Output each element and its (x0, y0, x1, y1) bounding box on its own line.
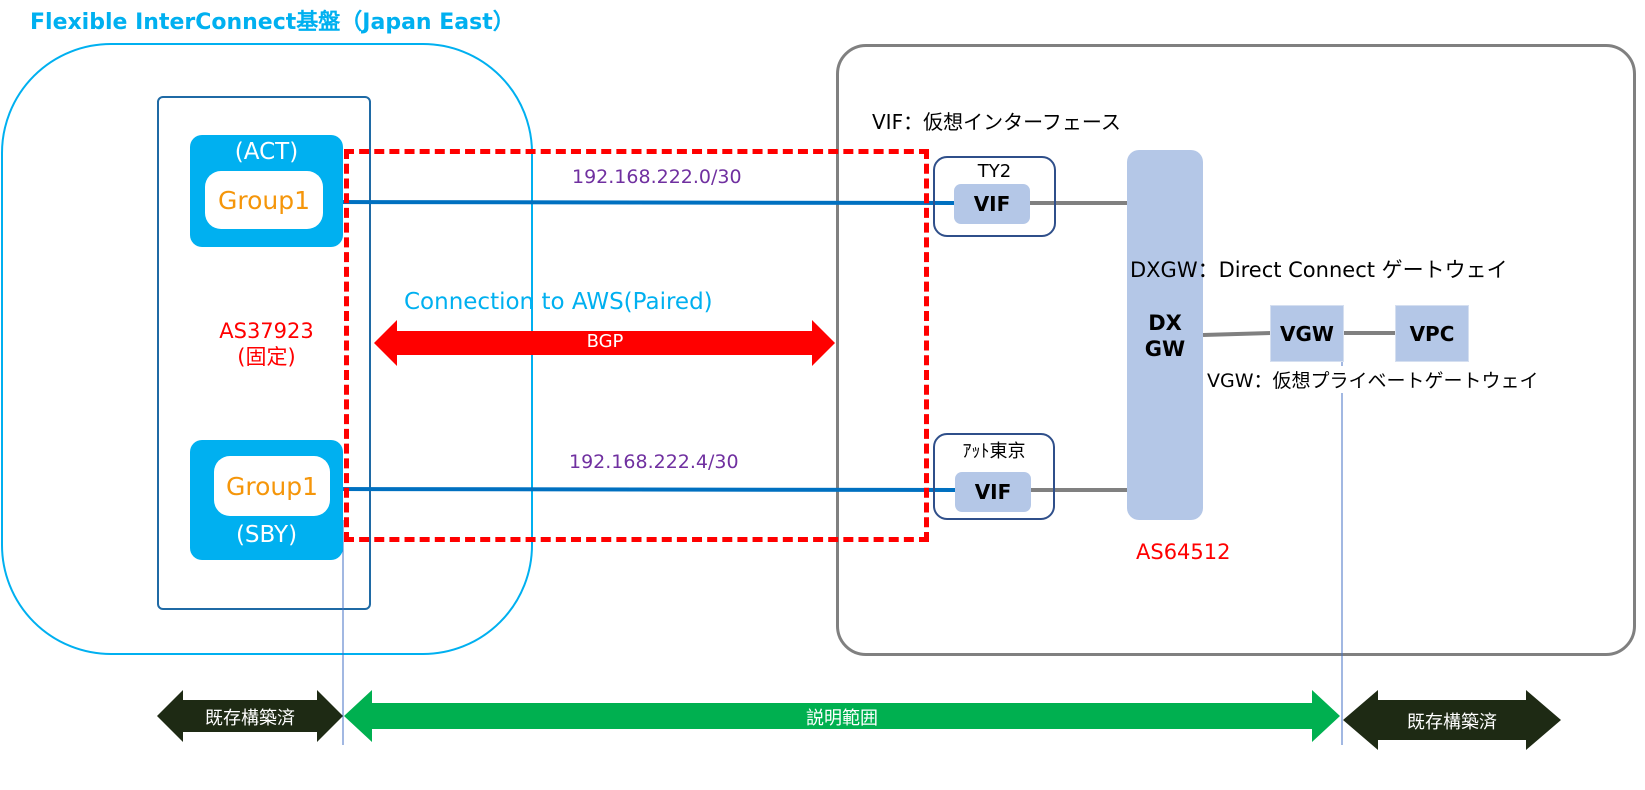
secondary-subnet-label: 192.168.222.4/30 (569, 451, 739, 473)
bgp-arrow (374, 320, 835, 366)
existing-left-arrow (157, 690, 343, 742)
vgw-node: VGW (1270, 305, 1344, 362)
secondary-link-line (329, 487, 956, 492)
aws-as-number: AS64512 (1136, 540, 1231, 564)
explanation-scope-arrow (344, 690, 1340, 742)
fic-as-note: (固定) (237, 345, 296, 369)
diagram-title: Flexible InterConnect基盤（Japan East） (30, 10, 515, 35)
primary-subnet-label: 192.168.222.0/30 (572, 166, 742, 188)
dxgw-label-line1: DX (1148, 311, 1182, 335)
vif-at-tokyo: VIF (955, 472, 1031, 512)
explanation-scope-dashed-box (344, 149, 929, 542)
sby-group-label: Group1 (214, 456, 330, 516)
dxgw-vgw-line (1202, 331, 1273, 337)
fic-act-router: (ACT) Group1 (190, 135, 343, 247)
fic-sby-router: Group1 (SBY) (190, 440, 343, 560)
vgw-legend: VGW：仮想プライベートゲートウェイ (1207, 366, 1539, 393)
vif-ty2: VIF (954, 184, 1030, 224)
vpc-node: VPC (1395, 305, 1469, 362)
existing-right-label: 既存構築済 (1407, 712, 1497, 733)
existing-right-arrow (1343, 690, 1561, 750)
aws-region-frame (836, 44, 1636, 656)
act-group-label: Group1 (205, 171, 323, 229)
dxgw-legend: DXGW：Direct Connect ゲートウェイ (1130, 258, 1508, 282)
location-ty2-label: TY2 (977, 161, 1012, 182)
location-at-tokyo: ｱｯﾄ東京 VIF (933, 433, 1055, 520)
location-ty2: TY2 VIF (933, 156, 1056, 237)
dxgw-label: DX GW (1127, 310, 1203, 362)
dxgw-node (1127, 150, 1203, 520)
sby-role-label: (SBY) (235, 522, 298, 548)
existing-left-label: 既存構築済 (205, 708, 295, 729)
location-at-tokyo-label: ｱｯﾄ東京 (962, 441, 1026, 462)
fic-router-frame (157, 96, 371, 610)
bgp-label: BGP (586, 331, 624, 352)
act-role-label: (ACT) (234, 139, 299, 165)
primary-link-line (327, 200, 956, 205)
fic-as-number: AS37923 (219, 319, 314, 343)
connection-label: Connection to AWS(Paired) (404, 289, 713, 315)
vif-legend: VIF：仮想インターフェース (872, 110, 1121, 134)
dxgw-label-line2: GW (1144, 337, 1186, 361)
explanation-scope-label: 説明範囲 (806, 708, 878, 729)
fic-as-label: AS37923 (固定) (190, 318, 343, 370)
